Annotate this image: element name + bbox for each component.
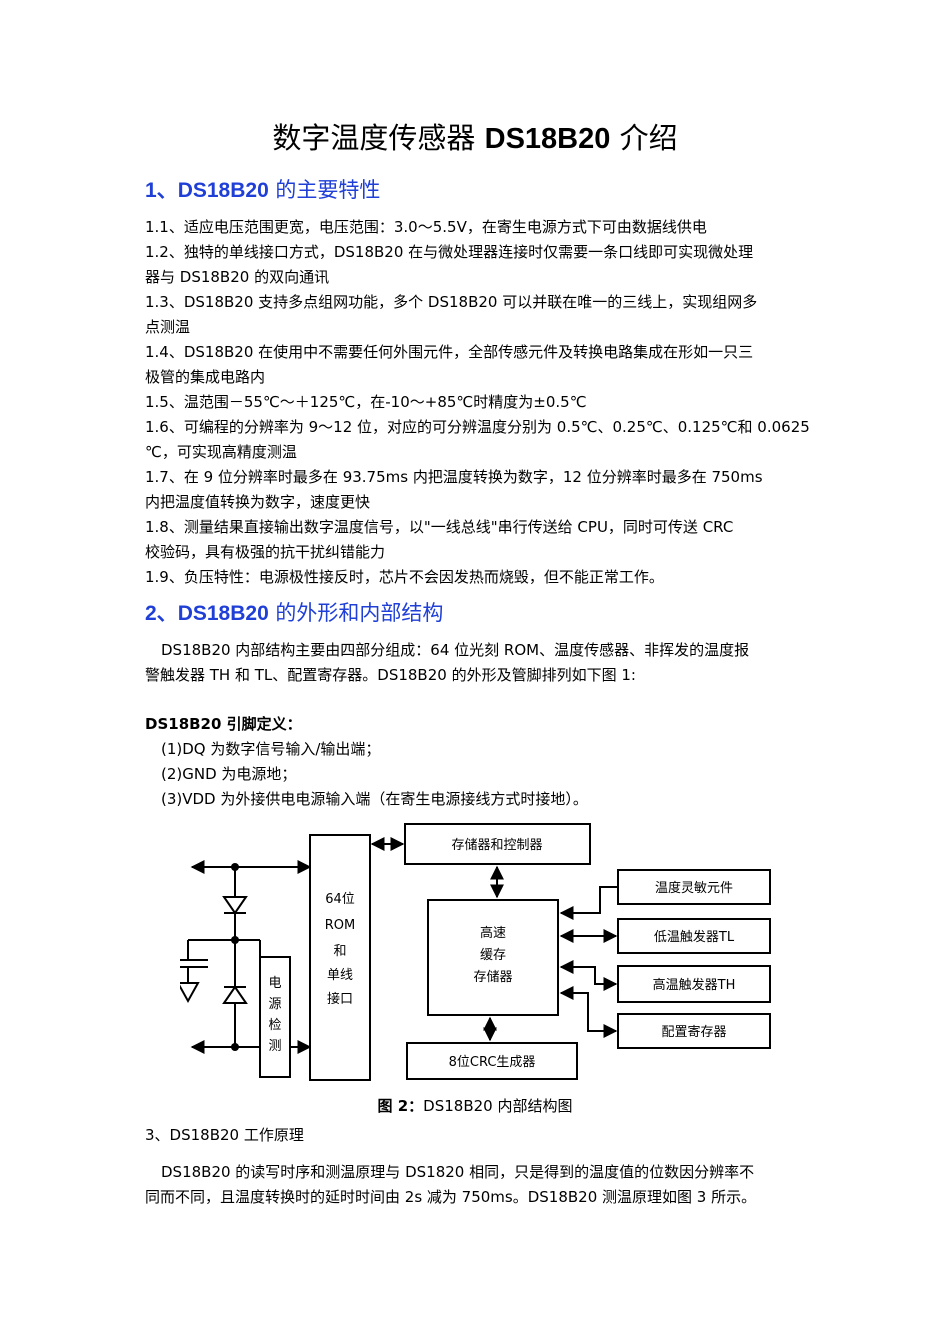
low-trigger-label: 低温触发器TL (654, 929, 735, 945)
section3-heading: 3、DS18B20 工作原理 (145, 1126, 304, 1144)
pin-definition-item: (3)VDD 为外接供电电源输入端（在寄生电源接线方式时接地）。 (161, 790, 588, 808)
power-detect-box (259, 956, 291, 1078)
rom-text: 64位 (325, 892, 355, 907)
section1-chip: DS18B20 (177, 179, 269, 202)
junction-dot (231, 863, 239, 871)
power-detect-text: 电 (268, 976, 281, 991)
feature-line: 1.2、独特的单线接口方式，DS18B20 在与微处理器连接时仅需要一条口线即可… (145, 243, 754, 261)
title-prefix: 数字温度传感器 (272, 121, 485, 155)
ground-icon (180, 982, 200, 1004)
feature-line: 校验码，具有极强的抗干扰纠错能力 (145, 543, 386, 561)
high-trigger-box (617, 965, 771, 1003)
section1-heading-text: 的主要特性 (268, 178, 381, 202)
pin-definition-item: (1)DQ 为数字信号输入/输出端； (161, 740, 381, 758)
title-bold: DS18B20 (484, 123, 611, 155)
section1-number: 1、 (145, 179, 178, 202)
pin-definition-title: DS18B20 引脚定义： (145, 715, 302, 733)
rom-text: 接口 (327, 991, 353, 1007)
crc-generator-box (406, 1042, 578, 1080)
cache-text: 缓存 (480, 948, 506, 963)
feature-line: 1.1、适应电压范围更宽，电压范围：3.0～5.5V，在寄生电源方式下可由数据线… (145, 218, 707, 236)
power-detect-text: 检 (268, 1018, 281, 1033)
caption-text: DS18B20 内部结构图 (423, 1097, 573, 1115)
high-trigger-link (559, 960, 618, 991)
feature-line: 点测温 (145, 318, 191, 336)
internal-structure-diagram: 电 源 检 测 64位 ROM 和 单线 接口 存储器和控制器 高速 缓存 存储… (180, 823, 771, 1081)
feature-line: 1.5、温范围－55℃～＋125℃，在-10～+85℃时精度为±0.5℃ (145, 393, 587, 411)
rom-text: ROM (325, 918, 355, 933)
config-register-link (559, 986, 618, 1038)
rom-text: 单线 (327, 968, 353, 983)
feature-line: 1.6、可编程的分辨率为 9～12 位，对应的可分辨温度分别为 0.5℃、0.2… (145, 418, 810, 436)
feature-line: 极管的集成电路内 (145, 368, 266, 386)
cache-memory-box (427, 899, 559, 1016)
pin-definitions: DS18B20 引脚定义： (1)DQ 为数字信号输入/输出端； (2)GND … (145, 712, 810, 812)
temp-sensor-box (617, 869, 771, 905)
section1-body: 1.1、适应电压范围更宽，电压范围：3.0～5.5V，在寄生电源方式下可由数据线… (145, 215, 810, 590)
principle-paragraph-line: 同而不同，且温度转换时的延时时间由 2s 减为 750ms。DS18B20 测温… (145, 1188, 757, 1206)
section2-body: DS18B20 内部结构主要由四部分组成：64 位光刻 ROM、温度传感器、非挥… (145, 638, 810, 688)
structure-paragraph-line: 警触发器 TH 和 TL、配置寄存器。DS18B20 的外形及管脚排列如下图 1… (145, 666, 636, 684)
caption-label: 图 2： (377, 1097, 424, 1115)
cache-text: 高速 (480, 925, 506, 941)
section2-chip: DS18B20 (177, 602, 269, 625)
feature-line: ℃，可实现高精度测温 (145, 443, 297, 461)
config-register-box (617, 1013, 771, 1049)
principle-paragraph-line: DS18B20 的读写时序和测温原理与 DS1820 相同，只是得到的温度值的位… (161, 1163, 755, 1181)
rom-interface-box (309, 834, 371, 1081)
power-detect-text: 源 (268, 997, 281, 1012)
feature-line: 1.9、负压特性：电源极性接反时，芯片不会因发热而烧毁，但不能正常工作。 (145, 568, 664, 586)
figure-caption: 图 2：DS18B20 内部结构图 (0, 1094, 950, 1119)
feature-line: 1.8、测量结果直接输出数字温度信号，以"一线总线"串行传送给 CPU，同时可传… (145, 518, 734, 536)
section1-heading: 1、DS18B20 的主要特性 (145, 175, 380, 206)
rom-text: 和 (333, 944, 346, 959)
power-detect-text: 测 (268, 1039, 281, 1054)
memory-controller-box (404, 823, 591, 865)
feature-line: 器与 DS18B20 的双向通讯 (145, 268, 330, 286)
section2-number: 2、 (145, 602, 178, 625)
high-trigger-label: 高温触发器TH (653, 977, 736, 993)
pin-definition-item: (2)GND 为电源地； (161, 765, 297, 783)
section2-heading: 2、DS18B20 的外形和内部结构 (145, 598, 443, 629)
sensor-cache-link (559, 886, 618, 920)
low-trigger-box (617, 918, 771, 954)
crc-generator-label: 8位CRC生成器 (449, 1055, 536, 1070)
junction-dot (231, 1043, 239, 1051)
feature-line: 1.3、DS18B20 支持多点组网功能，多个 DS18B20 可以并联在唯一的… (145, 293, 758, 311)
feature-line: 1.7、在 9 位分辨率时最多在 93.75ms 内把温度转换为数字，12 位分… (145, 468, 763, 486)
junction-dot (231, 936, 239, 944)
title-suffix: 介绍 (610, 121, 678, 155)
diode-icon (222, 985, 248, 1004)
cache-text: 存储器 (473, 970, 512, 985)
section3-body: DS18B20 的读写时序和测温原理与 DS1820 相同，只是得到的温度值的位… (145, 1160, 810, 1210)
config-register-label: 配置寄存器 (661, 1024, 726, 1040)
feature-line: 1.4、DS18B20 在使用中不需要任何外围元件，全部传感元件及转换电路集成在… (145, 343, 754, 361)
feature-line: 内把温度值转换为数字，速度更快 (145, 493, 371, 511)
page-title: 数字温度传感器 DS18B20 介绍 (0, 118, 950, 159)
memory-controller-label: 存储器和控制器 (451, 838, 542, 853)
structure-paragraph-line: DS18B20 内部结构主要由四部分组成：64 位光刻 ROM、温度传感器、非挥… (161, 641, 750, 659)
section3: 3、DS18B20 工作原理 (145, 1123, 810, 1148)
temp-sensor-label: 温度灵敏元件 (655, 880, 733, 896)
diode-icon (222, 896, 248, 915)
section2-heading-text: 的外形和内部结构 (268, 601, 444, 625)
